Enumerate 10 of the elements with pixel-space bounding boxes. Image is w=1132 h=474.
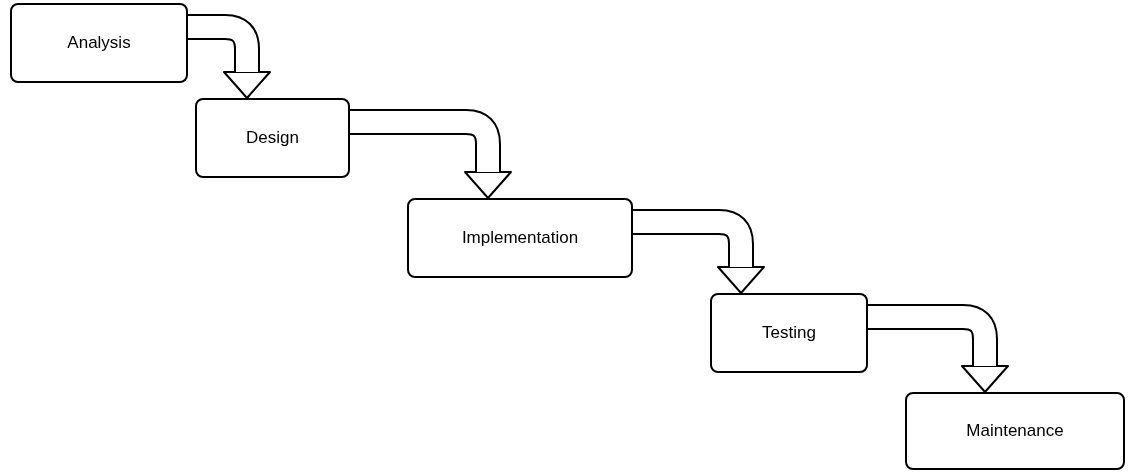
box-label: Implementation [461,227,579,250]
process-box [195,98,350,178]
box-label: Testing [762,322,816,345]
box-label: Design [246,127,299,150]
process-box [905,392,1125,470]
process-box [710,293,868,373]
process-box [407,198,633,278]
box-label: Maintenance [966,420,1064,443]
process-box [10,3,188,83]
box-label: Analysis [67,32,131,55]
